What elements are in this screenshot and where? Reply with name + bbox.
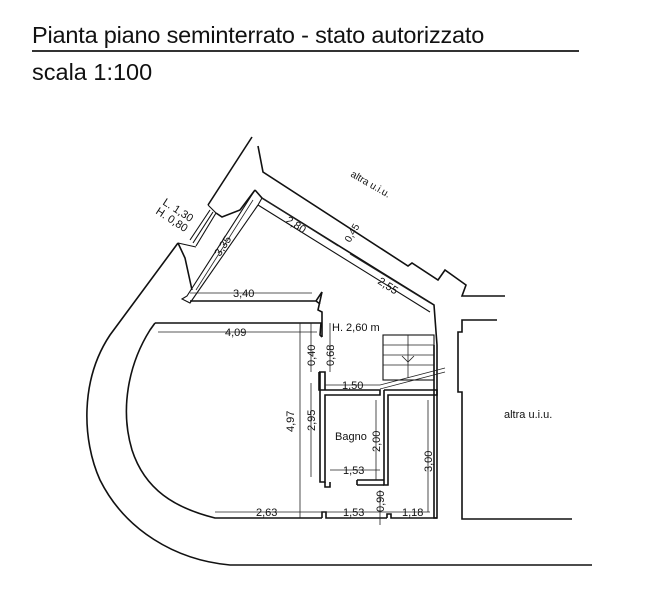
outer-top-wall xyxy=(257,145,505,297)
partition-stub xyxy=(317,291,323,337)
dim-0-40: 0,40 xyxy=(306,345,318,366)
dim-1-18: 1,18 xyxy=(402,507,423,519)
dim-2-00: 2,00 xyxy=(371,431,383,452)
dim-0-68: 0,68 xyxy=(325,345,337,366)
dim-3-00: 3,00 xyxy=(423,451,435,472)
dim-2-63: 2,63 xyxy=(256,507,277,519)
dim-4-97: 4,97 xyxy=(285,411,297,432)
outer-diagonal-wall-left xyxy=(207,136,253,206)
drawing-title: Pianta piano seminterrato - stato autori… xyxy=(32,22,485,48)
drawing-scale: scala 1:100 xyxy=(32,59,153,85)
inner-top-wall-face xyxy=(257,197,431,313)
stair-direction-arrow xyxy=(401,355,415,363)
dim-2-95: 2,95 xyxy=(306,410,318,431)
inner-top-wall xyxy=(254,189,438,346)
dim-2-80: 2,80 xyxy=(283,214,308,236)
title-underline xyxy=(32,50,579,52)
bagno-bottom-right xyxy=(356,479,384,486)
bagno-bottom-left xyxy=(324,482,331,488)
dim-1-50: 1,50 xyxy=(342,380,363,392)
dim-1-53-top: 1,53 xyxy=(343,465,364,477)
partition-top xyxy=(155,322,323,338)
corridor-wall xyxy=(319,371,326,390)
room-height-label: H. 2,60 m xyxy=(332,322,380,334)
inner-angled-wall xyxy=(180,189,259,304)
dim-4-09: 4,09 xyxy=(225,327,246,339)
outer-curved-wall xyxy=(86,242,592,566)
dimension-lines xyxy=(158,197,431,525)
neighbor-label-top: altra u.i.u. xyxy=(349,169,393,200)
neighbor-right-wall xyxy=(457,319,572,520)
staircase xyxy=(379,334,446,390)
window-opening xyxy=(177,204,217,248)
room-label-bagno: Bagno xyxy=(335,431,367,443)
neighbor-label-right: altra u.i.u. xyxy=(504,409,552,421)
dim-3-35: 3,35 xyxy=(212,234,234,259)
window-inner-wall xyxy=(215,189,256,218)
dim-0-90: 0,90 xyxy=(375,491,387,512)
wall-3-40 xyxy=(190,291,323,305)
inner-curved-wall xyxy=(125,322,322,519)
dim-2-55: 2,55 xyxy=(375,275,400,297)
bagno-left-wall xyxy=(318,372,381,483)
dim-3-40: 3,40 xyxy=(233,288,254,300)
outer-diagonal-wall-left-lower xyxy=(177,242,193,291)
dim-1-53-bottom: 1,53 xyxy=(343,507,364,519)
